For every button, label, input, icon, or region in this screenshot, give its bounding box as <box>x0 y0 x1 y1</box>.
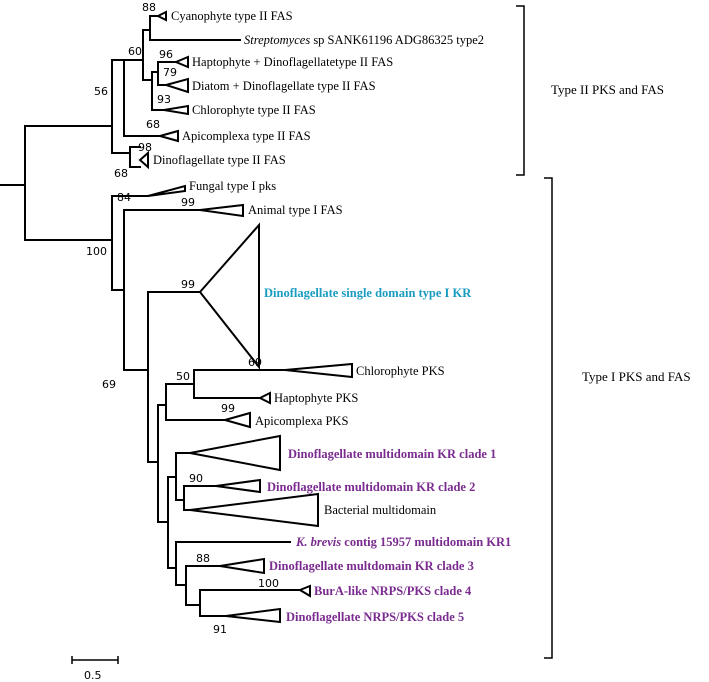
taxon-label-animal: Animal type I FAS <box>248 203 343 217</box>
taxon-label-chlorophyte-pks: Chlorophyte PKS <box>356 364 445 378</box>
clade-apicomplexa-pks <box>221 411 251 429</box>
taxon-label-diatom: Diatom + Dinoflagellate type II FAS <box>192 79 376 93</box>
clade-diatom-ii <box>162 77 189 94</box>
clade-single-domain <box>198 222 260 370</box>
support-value: 69 <box>248 356 262 369</box>
taxon-label-apicomplexa-pks: Apicomplexa PKS <box>255 414 348 428</box>
support-value: 99 <box>181 278 195 291</box>
taxon-label-single-domain: Dinoflagellate single domain type I KR <box>264 286 472 300</box>
taxon-label-kr-clade3: Dinoflagellate multdomain KR clade 3 <box>269 559 474 573</box>
taxon-label-kr-clade2: Dinoflagellate multidomain KR clade 2 <box>267 480 475 494</box>
support-value: 50 <box>176 370 190 383</box>
bracket-type2 <box>516 5 525 176</box>
support-value: 99 <box>181 196 195 209</box>
taxon-label-haptophyte-ii: Haptophyte + Dinoflagellatetype II FAS <box>192 55 393 69</box>
taxon-label-haptophyte-pks: Haptophyte PKS <box>274 391 358 405</box>
support-value: 88 <box>142 1 156 14</box>
clade-kr2 <box>215 478 261 494</box>
taxon-label-streptomyces: Streptomyces sp SANK61196 ADG86325 type2 <box>244 33 484 47</box>
support-value: 88 <box>196 552 210 565</box>
clade-haptophyte-ii <box>173 55 189 69</box>
clade-bacterial <box>189 492 319 528</box>
support-value: 91 <box>213 623 227 636</box>
support-value: 100 <box>86 245 107 258</box>
clade-fungal <box>147 184 186 197</box>
group-label-type1: Type I PKS and FAS <box>582 369 691 384</box>
clade-apicomplexa-ii <box>156 129 179 143</box>
taxon-labels: Cyanophyte type II FAS Streptomyces sp S… <box>153 9 511 624</box>
support-value: 56 <box>94 85 108 98</box>
support-value: 90 <box>189 472 203 485</box>
clade-haptophyte-pks <box>257 391 271 405</box>
support-value: 98 <box>138 141 152 154</box>
tree-branches <box>0 15 301 617</box>
scale-bar-line <box>71 656 119 664</box>
support-value: 68 <box>146 118 160 131</box>
support-value: 69 <box>102 378 116 391</box>
clade-chlorophyte-ii <box>163 104 189 116</box>
support-value: 96 <box>159 48 173 61</box>
clade-cyanophyte-ii <box>155 10 167 22</box>
clade-kr1 <box>189 434 281 472</box>
taxon-label-cyanophyte: Cyanophyte type II FAS <box>171 9 293 23</box>
clade-animal <box>199 203 244 218</box>
taxon-label-clade5: Dinoflagellate NRPS/PKS clade 5 <box>286 610 464 624</box>
taxon-label-apicomplexa-ii: Apicomplexa type II FAS <box>182 129 311 143</box>
group-label-type2: Type II PKS and FAS <box>551 82 664 97</box>
clade-kr3 <box>219 557 265 575</box>
clade-nrps5 <box>225 607 281 624</box>
scale-bar-label: 0.5 <box>84 669 102 682</box>
taxon-label-bacterial: Bacterial multidomain <box>324 503 437 517</box>
group-brackets: Type II PKS and FAS Type I PKS and FAS <box>516 5 691 659</box>
collapsed-clades <box>138 10 353 624</box>
support-value: 68 <box>114 167 128 180</box>
support-values: 88 96 79 93 60 68 98 56 68 84 99 100 99 … <box>86 1 279 636</box>
support-value: 93 <box>157 93 171 106</box>
support-value: 100 <box>258 577 279 590</box>
taxon-label-clade4: BurA-like NRPS/PKS clade 4 <box>314 584 472 598</box>
taxon-label-chlorophyte-ii: Chlorophyte type II FAS <box>192 103 316 117</box>
clade-dinoflagellate-ii <box>138 150 149 170</box>
support-value: 79 <box>163 66 177 79</box>
support-value: 60 <box>128 45 142 58</box>
support-value: 84 <box>117 191 131 204</box>
taxon-label-dinoflagellate-ii: Dinoflagellate type II FAS <box>153 153 286 167</box>
clade-nrps4 <box>297 584 311 598</box>
support-value: 99 <box>221 402 235 415</box>
taxon-label-fungal: Fungal type I pks <box>189 179 276 193</box>
scale-bar: 0.5 <box>71 656 119 682</box>
taxon-label-kr-clade1: Dinoflagellate multidomain KR clade 1 <box>288 447 496 461</box>
clade-chlorophyte-pks <box>284 362 353 379</box>
bracket-type1 <box>544 177 553 659</box>
taxon-label-kbrevis: K. brevis contig 15957 multidomain KR1 <box>295 535 511 549</box>
